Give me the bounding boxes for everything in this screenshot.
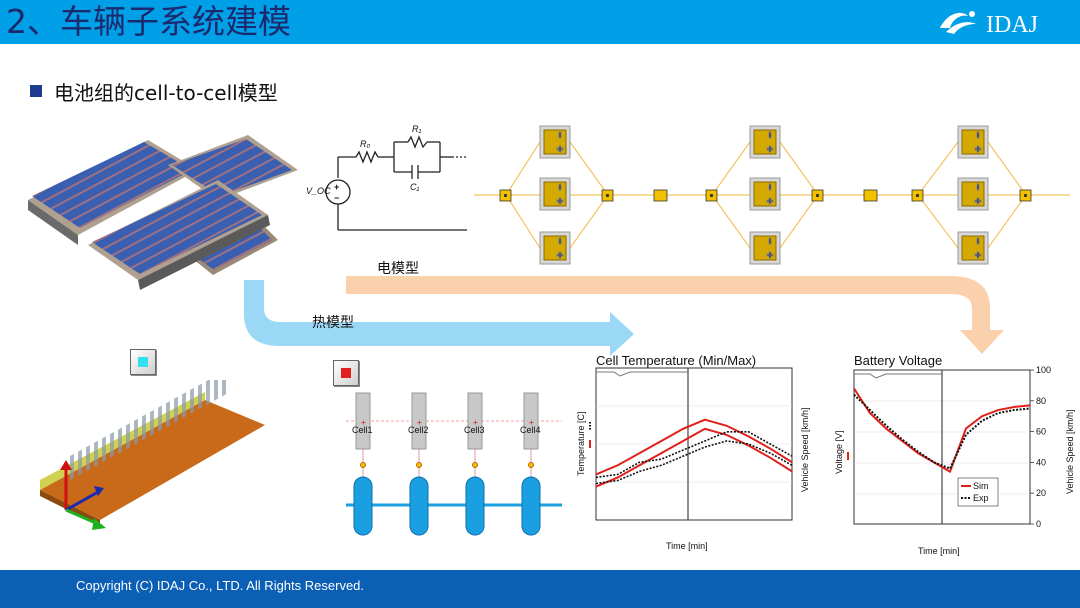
chart1-series-line [595,440,793,485]
chart2-y2-tick: 80 [1036,396,1046,406]
legend-exp: Exp [973,493,989,503]
r1-label: R₁ [412,124,421,134]
battery-cell-icon [539,125,571,159]
chart1-ylabel: Temperature [C] [576,411,586,476]
cooling-fin [94,440,98,467]
chart2-title: Battery Voltage [854,353,943,368]
cyan-square-icon[interactable] [130,349,156,375]
cooling-fin [102,436,106,463]
battery-cell-icon [957,125,989,159]
chart1-title: Cell Temperature (Min/Max) [596,353,757,368]
bullet-text: 电池组的cell-to-cell模型 [54,80,278,105]
cooling-fin [150,410,154,436]
cooling-fin [118,427,122,454]
cooling-fin [206,380,210,406]
battery-cell-icon [749,125,781,159]
cooling-fin [86,445,90,472]
equivalent-circuit: + − R₀ R₁ C₁ V_OC [306,124,467,231]
electric-model-arrow [346,276,1004,354]
cell-label: Cell1 [352,425,373,435]
footer-bar: Copyright (C) IDAJ Co., LTD. All Rights … [0,570,1080,608]
c1-label: C₁ [410,182,419,192]
battery-voltage-chart: 100 80 60 40 20 0 Sim Exp Voltage [V] Vehicle… [834,365,1075,556]
cooling-fin [142,414,146,441]
cell-label: Cell2 [408,425,429,435]
cooling-fin [110,432,114,458]
bullet-row: 电池组的cell-to-cell模型 [30,78,278,105]
svg-text:−: − [334,193,339,203]
battery-cell-icon [539,177,571,211]
copyright-text: Copyright (C) IDAJ Co., LTD. All Rights … [76,578,365,593]
chart2-y2label: Vehicle Speed [km/h] [1065,409,1075,494]
cooling-fin [126,423,130,450]
battery-cell-icon [749,177,781,211]
cell-thermal-diagram: +Cell1+Cell2+Cell3+Cell4 [346,392,562,536]
cell-block: +Cell2 [408,392,429,536]
thermal-3d-model [40,380,265,530]
cooling-fin [158,405,162,432]
chart2-y2-tick: 20 [1036,488,1046,498]
cell-label: Cell4 [520,425,541,435]
cell-block: +Cell3 [464,392,485,536]
chart2-y2-tick: 0 [1036,519,1041,529]
chart2-ylabel: Voltage [V] [834,430,844,474]
chart2-series-line [853,393,1031,470]
chart1-series-line [595,418,793,476]
cell-block: +Cell4 [520,392,541,536]
electric-model-label: 电模型 [377,261,419,277]
cell-block: +Cell1 [352,392,373,536]
chart1-y2label: Vehicle Speed [km/h] [800,407,810,492]
r0-label: R₀ [360,139,370,149]
battery-pack-image [28,135,298,290]
thermal-model-arrow [244,280,634,356]
cell-label: Cell3 [464,425,485,435]
cooling-fin [70,454,74,480]
bullet-square-icon [30,85,42,97]
cooling-fin [182,392,186,419]
chart2-y2-tick: 40 [1036,457,1046,467]
svg-text:+: + [361,418,366,427]
svg-text:+: + [417,418,422,427]
cooling-fin [174,396,178,423]
svg-text:+: + [473,418,478,427]
svg-text:IDAJ: IDAJ [986,12,1038,38]
svg-text:+: + [529,418,534,427]
voc-label: V_OC [306,186,331,196]
cell-temperature-chart: Temperature [C] Vehicle Speed [km/h] Tim… [576,367,810,551]
chart2-y2-tick: 100 [1036,365,1051,375]
chart2-series-line [853,387,1031,474]
battery-cell-icon [957,231,989,265]
cooling-fin [78,449,82,476]
idaj-logo: IDAJ [940,11,1038,38]
battery-network-diagram [474,125,1070,265]
chart2-legend [957,477,999,507]
header-bar: 2、车辆子系统建模 IDAJ [0,0,1080,44]
svg-text:+: + [334,182,339,192]
cooling-fin [166,401,170,428]
chart2-xlabel: Time [min] [918,546,960,556]
red-square-icon[interactable] [333,360,359,386]
battery-cell-icon [957,177,989,211]
chart2-y2-tick: 60 [1036,427,1046,437]
battery-cell-icon [539,231,571,265]
battery-cell-icon [749,231,781,265]
thermal-model-label: 热模型 [312,315,354,331]
cooling-fin [198,383,202,410]
cooling-fin [190,388,194,414]
cooling-fin [222,380,226,397]
chart1-xlabel: Time [min] [666,541,708,551]
chart1-series-line [595,427,793,488]
cooling-fin [134,418,138,445]
legend-sim: Sim [973,481,989,491]
page-title: 2、车辆子系统建模 [6,2,291,41]
cooling-fin [214,380,218,401]
